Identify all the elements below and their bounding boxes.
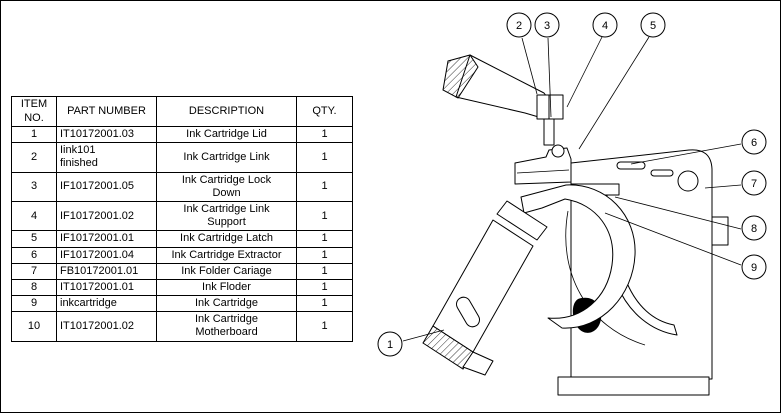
balloon-number: 9 — [751, 262, 757, 274]
balloon-number: 2 — [516, 20, 522, 32]
bom-table: ITEM NO. PART NUMBER DESCRIPTION QTY. 1 … — [11, 96, 353, 342]
bom-cell-desc: Ink Cartridge Link Support — [156, 200, 297, 232]
balloon-circle — [506, 12, 532, 38]
bom-cell-part: IF10172001.04 — [56, 246, 157, 264]
bom-row-1: 1 IT10172001.03 Ink Cartridge Lid 1 — [11, 125, 353, 144]
part-latch — [520, 184, 636, 329]
balloon-number: 6 — [751, 137, 757, 149]
bom-cell-part: IT10172001.02 — [56, 311, 157, 342]
leader-lines — [402, 36, 742, 342]
bom-cell-desc: Ink Cartridge Lock Down — [156, 171, 297, 202]
balloon-circle — [640, 12, 666, 38]
bom-header-qty: QTY. — [296, 96, 353, 127]
bom-cell-desc: Ink Cartridge Motherboard — [156, 311, 297, 342]
balloon-number: 1 — [387, 339, 393, 351]
bom-row-9: 9 inkcartridge Ink Cartridge 1 — [11, 295, 353, 313]
bom-cell-desc: Ink Cartridge Link — [156, 142, 297, 173]
balloon-number: 7 — [751, 178, 757, 190]
balloon-circle — [592, 12, 618, 38]
balloon-9: 9 — [741, 254, 767, 280]
bom-header-item: ITEM NO. — [11, 96, 57, 127]
bom-cell-qty: 1 — [296, 171, 353, 202]
part-rail-detail — [616, 161, 699, 192]
bom-row-7: 7 FB10172001.01 Ink Folder Cariage 1 — [11, 262, 353, 280]
bom-cell-desc: Ink Cartridge Latch — [156, 230, 297, 248]
bom-cell-qty: 1 — [296, 142, 353, 173]
part-ink-cartridge — [422, 200, 548, 376]
bom-cell-part: Iink101 finished — [56, 142, 157, 173]
balloon-8: 8 — [741, 215, 767, 241]
bom-cell-part: IF10172001.02 — [56, 200, 157, 232]
balloon-7: 7 — [741, 170, 767, 196]
bom-row-3: 3 IF10172001.05 Ink Cartridge Lock Down … — [11, 171, 353, 202]
bom-header-row: ITEM NO. PART NUMBER DESCRIPTION QTY. — [11, 96, 353, 127]
balloon-4: 4 — [592, 12, 618, 38]
bom-row-10: 10 IT10172001.02 Ink Cartridge Motherboa… — [11, 311, 353, 342]
balloon-number: 8 — [751, 223, 757, 235]
part-lid — [442, 54, 565, 158]
balloon-circle — [741, 170, 767, 196]
balloon-number: 4 — [602, 20, 608, 32]
bom-row-8: 8 IT10172001.01 Ink Floder 1 — [11, 278, 353, 297]
bom-cell-item: 3 — [11, 171, 57, 202]
balloon-circle — [741, 215, 767, 241]
balloon-number: 5 — [650, 20, 656, 32]
balloon-number: 3 — [544, 20, 550, 32]
balloon-2: 2 — [506, 12, 532, 38]
bom-cell-desc: Ink Cartridge — [156, 295, 297, 313]
balloon-6: 6 — [741, 129, 767, 155]
bom-row-4: 4 IF10172001.02 Ink Cartridge Link Suppo… — [11, 200, 353, 232]
bom-cell-desc: Ink Folder Cariage — [156, 262, 297, 280]
part-curved-strip — [616, 282, 678, 336]
bom-cell-part: IT10172001.01 — [56, 278, 157, 297]
body-inner-curve — [565, 210, 646, 346]
bom-row-6: 6 IF10172001.04 Ink Cartridge Extractor … — [11, 246, 353, 264]
balloon-5: 5 — [640, 12, 666, 38]
bom-cell-qty: 1 — [296, 200, 353, 232]
bom-cell-item: 4 — [11, 200, 57, 232]
balloon-circle — [534, 12, 560, 38]
balloon-circle — [741, 254, 767, 280]
balloon-circle — [377, 331, 403, 357]
bom-header-desc: DESCRIPTION — [156, 96, 297, 127]
balloon-3: 3 — [534, 12, 560, 38]
balloon-1: 1 — [377, 331, 403, 357]
bom-cell-qty: 1 — [296, 311, 353, 342]
bom-cell-part: IT10172001.03 — [56, 125, 157, 144]
bom-row-2: 2 Iink101 finished Ink Cartridge Link 1 — [11, 142, 353, 173]
balloon-circle — [741, 129, 767, 155]
